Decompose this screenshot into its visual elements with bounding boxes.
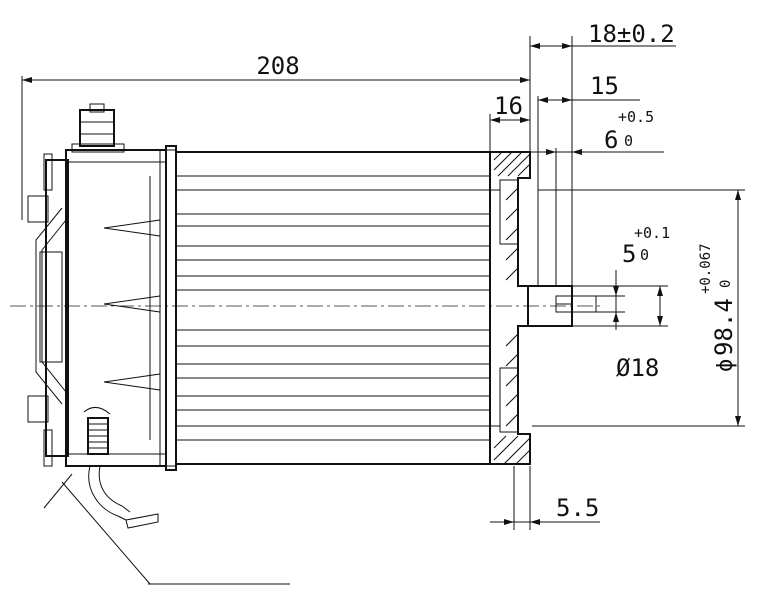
terminal-nut [71,103,125,153]
dim-pilot-diameter-tol-upper: +0.067 [698,243,714,294]
dim-shaft-length: 15 [590,72,619,100]
cable-length-dimension [43,473,290,585]
front-flange [489,151,531,465]
dim-flange-thickness: 5.5 [556,494,599,522]
flange-hatch-top [493,151,531,281]
flange-hatch-bottom [493,333,531,465]
cable-gland [83,407,159,529]
dim-flange-offset: 18±0.2 [588,20,675,48]
extension-lines [21,36,745,530]
dim-pilot-diameter-symbol: ϕ [713,359,738,372]
dim-shaft-diameter: Ø18 [616,354,659,382]
dim-key-width-tol-upper: +0.1 [634,224,670,242]
dim-flange-depth: 16 [494,92,523,120]
dim-key-width-value: 5 [622,240,636,268]
dim-key-position-tol-upper: +0.5 [618,108,654,126]
rear-end-cap [27,145,177,471]
dim-pilot-diameter-tol-lower: 0 [718,280,734,288]
dim-pilot-diameter: ϕ 98.4 +0.067 0 [698,243,738,372]
dim-pilot-diameter-value: 98.4 [710,298,738,356]
dim-key-position-tol-lower: 0 [624,132,633,150]
stator-housing [175,151,491,465]
dimension-lines [22,43,741,525]
dim-key-position-value: 6 [604,126,618,154]
dim-overall-length: 208 [256,52,299,80]
dim-key-width-tol-lower: 0 [640,246,649,264]
